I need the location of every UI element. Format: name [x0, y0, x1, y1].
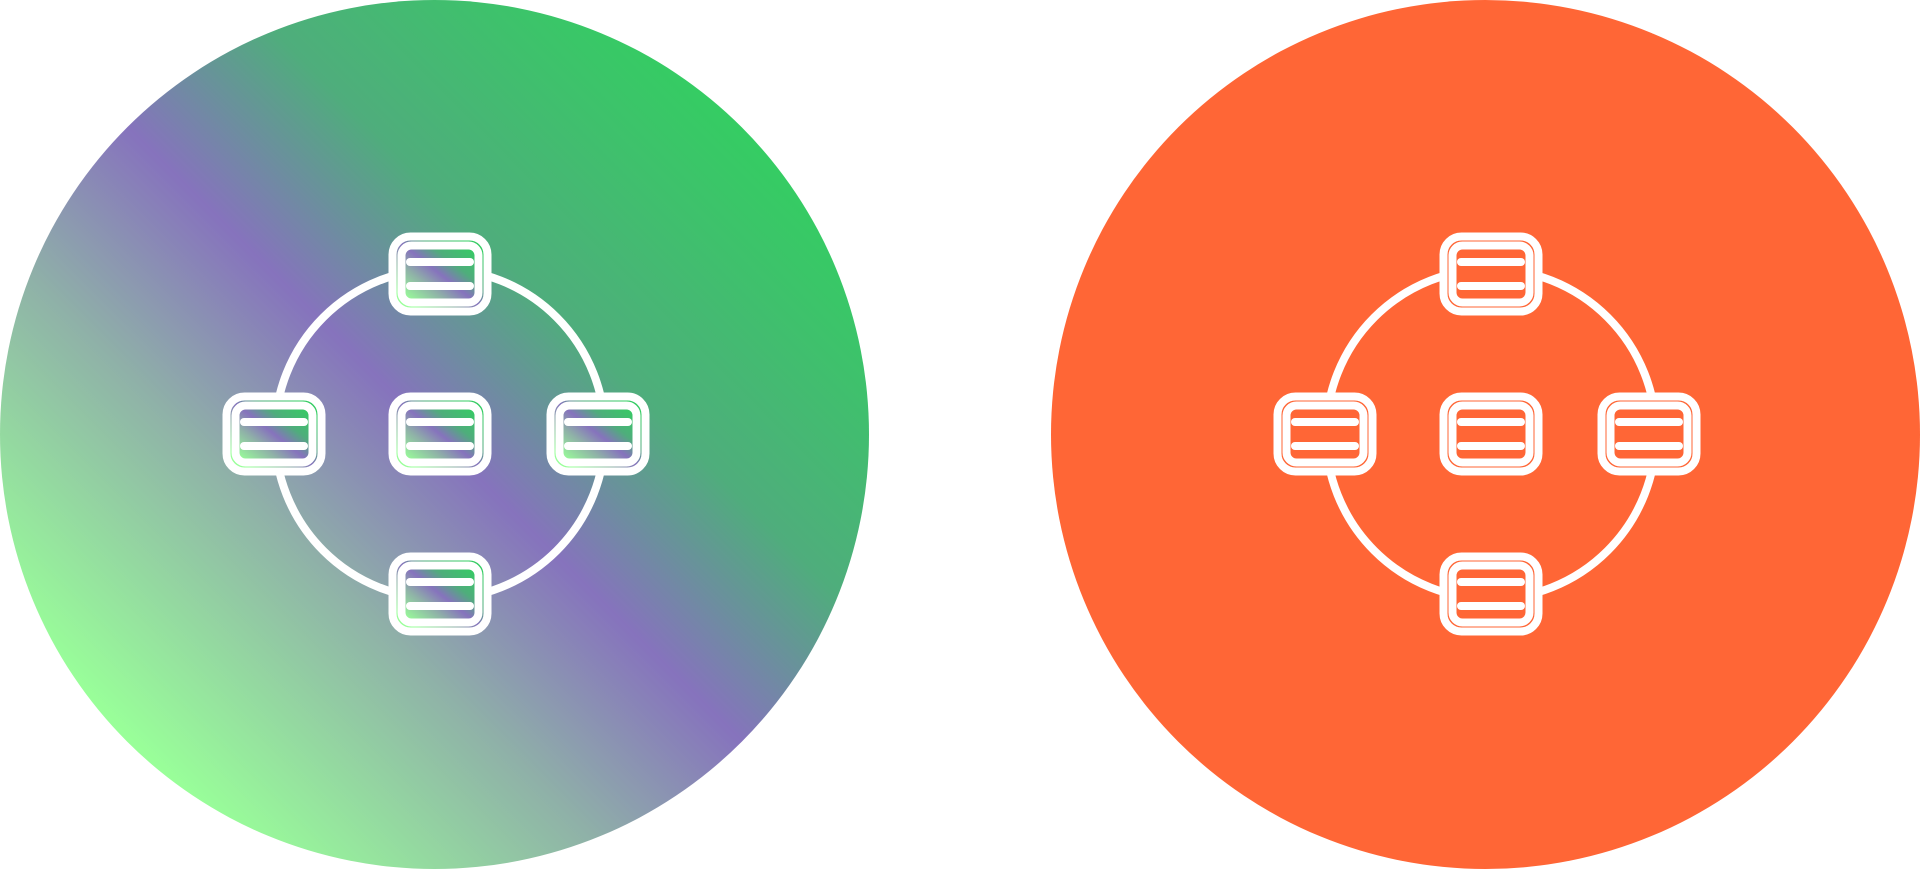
node-mask	[1443, 236, 1539, 312]
node-inner-frame	[397, 561, 483, 627]
node-inner-frame	[397, 401, 483, 467]
node-mask	[1277, 396, 1373, 472]
node-outer-frame	[388, 232, 492, 316]
network-glyph	[222, 232, 650, 636]
node-inner-frame	[555, 401, 641, 467]
node-left	[1273, 392, 1377, 476]
node-inner-frame	[1282, 401, 1368, 467]
node-top	[1439, 232, 1543, 316]
node-mask	[1601, 396, 1697, 472]
node-mask	[1443, 396, 1539, 472]
node-mask	[226, 396, 322, 472]
node-mask	[392, 236, 488, 312]
node-outer-frame	[222, 392, 326, 476]
node-bottom	[388, 552, 492, 636]
node-inner-frame	[397, 241, 483, 307]
node-mask	[392, 396, 488, 472]
node-center	[1439, 392, 1543, 476]
node-outer-frame	[1439, 552, 1543, 636]
node-inner-frame	[1448, 561, 1534, 627]
network-icon-gradient-svg	[0, 0, 869, 869]
node-mask	[392, 556, 488, 632]
node-inner-frame	[1448, 241, 1534, 307]
node-top	[388, 232, 492, 316]
node-inner-frame	[1606, 401, 1692, 467]
node-bottom	[1439, 552, 1543, 636]
network-glyph	[1273, 232, 1701, 636]
node-left	[222, 392, 326, 476]
node-inner-frame	[231, 401, 317, 467]
node-center	[388, 392, 492, 476]
node-outer-frame	[388, 392, 492, 476]
network-icon-solid	[1051, 0, 1920, 869]
node-right	[546, 392, 650, 476]
node-inner-frame	[1448, 401, 1534, 467]
network-icon-solid-svg	[1051, 0, 1920, 869]
node-outer-frame	[1273, 392, 1377, 476]
node-mask	[1443, 556, 1539, 632]
node-right	[1597, 392, 1701, 476]
network-icon-gradient	[0, 0, 869, 869]
node-outer-frame	[1439, 232, 1543, 316]
node-mask	[550, 396, 646, 472]
node-outer-frame	[388, 552, 492, 636]
node-outer-frame	[546, 392, 650, 476]
node-outer-frame	[1439, 392, 1543, 476]
node-outer-frame	[1597, 392, 1701, 476]
